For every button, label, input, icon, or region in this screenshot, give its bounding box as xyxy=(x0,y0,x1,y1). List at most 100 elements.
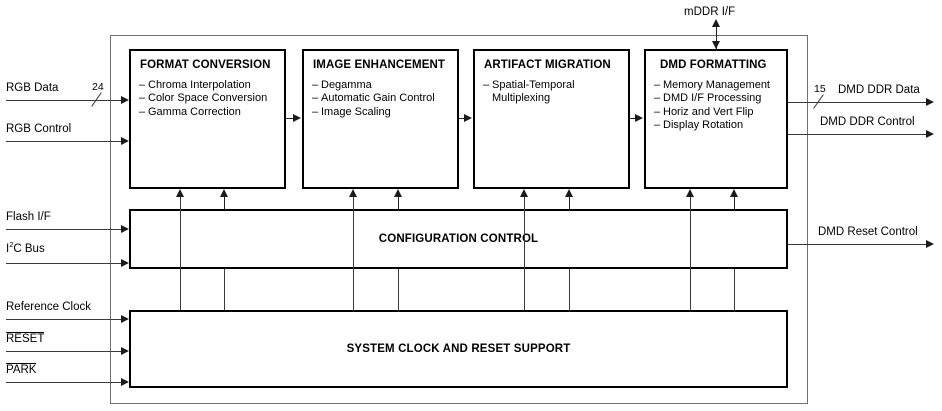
block-item: Degamma xyxy=(321,79,372,91)
block-item: Chroma Interpolation xyxy=(148,79,251,91)
arrow-up-config-blk4-a xyxy=(685,189,694,197)
arrow-right-blk1-blk2 xyxy=(293,113,301,122)
arrow-right-rgb-data xyxy=(121,95,129,104)
wire-clock-to-config-c xyxy=(569,269,570,310)
dash-bullet: – xyxy=(312,79,319,91)
arrow-right-park xyxy=(121,377,129,386)
wire-config-to-blk1-b xyxy=(224,197,225,209)
signal-label-dmd-reset-control: DMD Reset Control xyxy=(818,226,918,238)
block-item: Spatial-Temporal Multiplexing xyxy=(492,79,575,105)
arrow-right-blk3-blk4 xyxy=(635,113,643,122)
arrow-up-config-blk2-b xyxy=(393,189,402,197)
wire-park xyxy=(6,382,127,383)
bar-label-system-clock-reset: SYSTEM CLOCK AND RESET SUPPORT xyxy=(346,343,571,355)
park-overline-text: PARK xyxy=(6,363,37,376)
arrow-up-config-blk3-a xyxy=(519,189,528,197)
block-item: Memory Management xyxy=(663,79,770,91)
block-item: Display Rotation xyxy=(663,119,744,132)
arrow-right-dmd-ddr-control xyxy=(926,129,934,138)
signal-label-rgb-data: RGB Data xyxy=(6,82,59,94)
wire-config-to-blk3-b xyxy=(569,197,570,209)
chip-boundary xyxy=(110,35,808,404)
reset-overline-text: RESET xyxy=(6,332,45,345)
bar-system-clock-reset[interactable]: SYSTEM CLOCK AND RESET SUPPORT xyxy=(129,310,788,388)
dash-bullet: – xyxy=(654,105,661,118)
signal-label-rgb-control: RGB Control xyxy=(6,123,72,135)
block-image-enhancement[interactable]: IMAGE ENHANCEMENT –Degamma –Automatic Ga… xyxy=(302,49,459,189)
wire-rgb-data xyxy=(6,100,127,101)
arrow-up-mddr-if xyxy=(711,19,720,27)
block-item: Automatic Gain Control xyxy=(321,92,435,105)
wire-blk3-blk4 xyxy=(630,118,636,119)
arrow-up-config-blk1-a xyxy=(175,189,184,197)
block-item: Color Space Conversion xyxy=(148,92,268,105)
dash-bullet: – xyxy=(139,105,146,118)
block-artifact-migration[interactable]: ARTIFACT MIGRATION –Spatial-Temporal Mul… xyxy=(473,49,630,189)
signal-label-flash-if: Flash I/F xyxy=(6,211,51,223)
signal-label-reset: RESET xyxy=(6,332,45,346)
block-title-format-conversion: FORMAT CONVERSION xyxy=(140,59,271,71)
block-items-dmd-formatting: –Memory Management –DMD I/F Processing –… xyxy=(654,79,782,133)
wire-blk1-blk2 xyxy=(286,118,294,119)
block-dmd-formatting[interactable]: DMD FORMATTING –Memory Management –DMD I… xyxy=(644,49,788,189)
i2c-suffix: C Bus xyxy=(13,243,45,255)
signal-label-mddr-if: mDDR I/F xyxy=(684,6,736,18)
signal-label-park: PARK xyxy=(6,363,37,377)
arrow-up-config-blk1-b xyxy=(219,189,228,197)
dash-bullet: – xyxy=(139,92,146,105)
i2c-prefix: I xyxy=(6,243,10,255)
dash-bullet: – xyxy=(654,79,661,91)
wire-clock-to-config-b xyxy=(398,269,399,310)
i2c-superscript: 2 xyxy=(9,240,14,250)
block-title-artifact-migration: ARTIFACT MIGRATION xyxy=(484,59,611,71)
bar-configuration-control[interactable]: CONFIGURATION CONTROL xyxy=(129,209,788,269)
wire-clock-to-config-d xyxy=(734,269,735,310)
dash-bullet: – xyxy=(139,79,146,91)
dash-bullet: – xyxy=(312,92,319,105)
block-items-artifact-migration: –Spatial-Temporal Multiplexing xyxy=(483,79,624,106)
block-title-dmd-formatting: DMD FORMATTING xyxy=(660,59,767,71)
dash-bullet: – xyxy=(312,105,319,118)
arrow-down-mddr-if xyxy=(711,41,720,49)
wire-mddr-if xyxy=(716,26,717,49)
wire-dmd-ddr-control xyxy=(788,134,932,135)
wire-i2c-bus xyxy=(6,263,127,264)
wire-config-to-blk4-b xyxy=(734,197,735,209)
block-item: Horiz and Vert Flip xyxy=(663,105,754,118)
wire-config-to-blk2-b xyxy=(398,197,399,209)
wire-clock-to-config-a xyxy=(224,269,225,310)
arrow-right-reference-clock xyxy=(121,314,129,323)
wire-dmd-reset-control xyxy=(788,244,932,245)
arrow-right-rgb-control xyxy=(121,136,129,145)
dash-bullet: – xyxy=(654,92,661,105)
signal-label-dmd-ddr-data: DMD DDR Data xyxy=(838,84,920,96)
block-format-conversion[interactable]: FORMAT CONVERSION –Chroma Interpolation … xyxy=(129,49,286,189)
signal-label-reference-clock: Reference Clock xyxy=(6,301,92,313)
arrow-right-flash-if xyxy=(121,224,129,233)
arrow-up-config-blk4-b xyxy=(729,189,738,197)
block-item: DMD I/F Processing xyxy=(663,92,762,105)
signal-label-dmd-ddr-control: DMD DDR Control xyxy=(820,116,915,128)
riser-blk3 xyxy=(524,197,525,310)
arrow-right-reset xyxy=(121,346,129,355)
riser-blk2 xyxy=(353,197,354,310)
wire-rgb-control xyxy=(6,141,127,142)
wire-reference-clock xyxy=(6,319,127,320)
arrow-right-dmd-ddr-data xyxy=(926,97,934,106)
dash-bullet: – xyxy=(483,79,490,91)
arrow-right-dmd-reset-control xyxy=(926,239,934,248)
riser-blk1 xyxy=(180,197,181,310)
signal-label-i2c-bus: I2C Bus xyxy=(6,240,45,256)
wire-reset xyxy=(6,351,127,352)
arrow-up-config-blk3-b xyxy=(564,189,573,197)
riser-blk4 xyxy=(690,197,691,310)
wire-dmd-ddr-data xyxy=(788,102,932,103)
bus-width-rgb-data: 24 xyxy=(92,81,104,93)
dash-bullet: – xyxy=(654,119,661,132)
wire-flash-if xyxy=(6,229,127,230)
bar-label-configuration-control: CONFIGURATION CONTROL xyxy=(378,233,539,245)
block-items-image-enhancement: –Degamma –Automatic Gain Control –Image … xyxy=(312,79,453,119)
bus-width-dmd-ddr-data: 15 xyxy=(814,83,826,95)
arrow-right-i2c-bus xyxy=(121,258,129,267)
